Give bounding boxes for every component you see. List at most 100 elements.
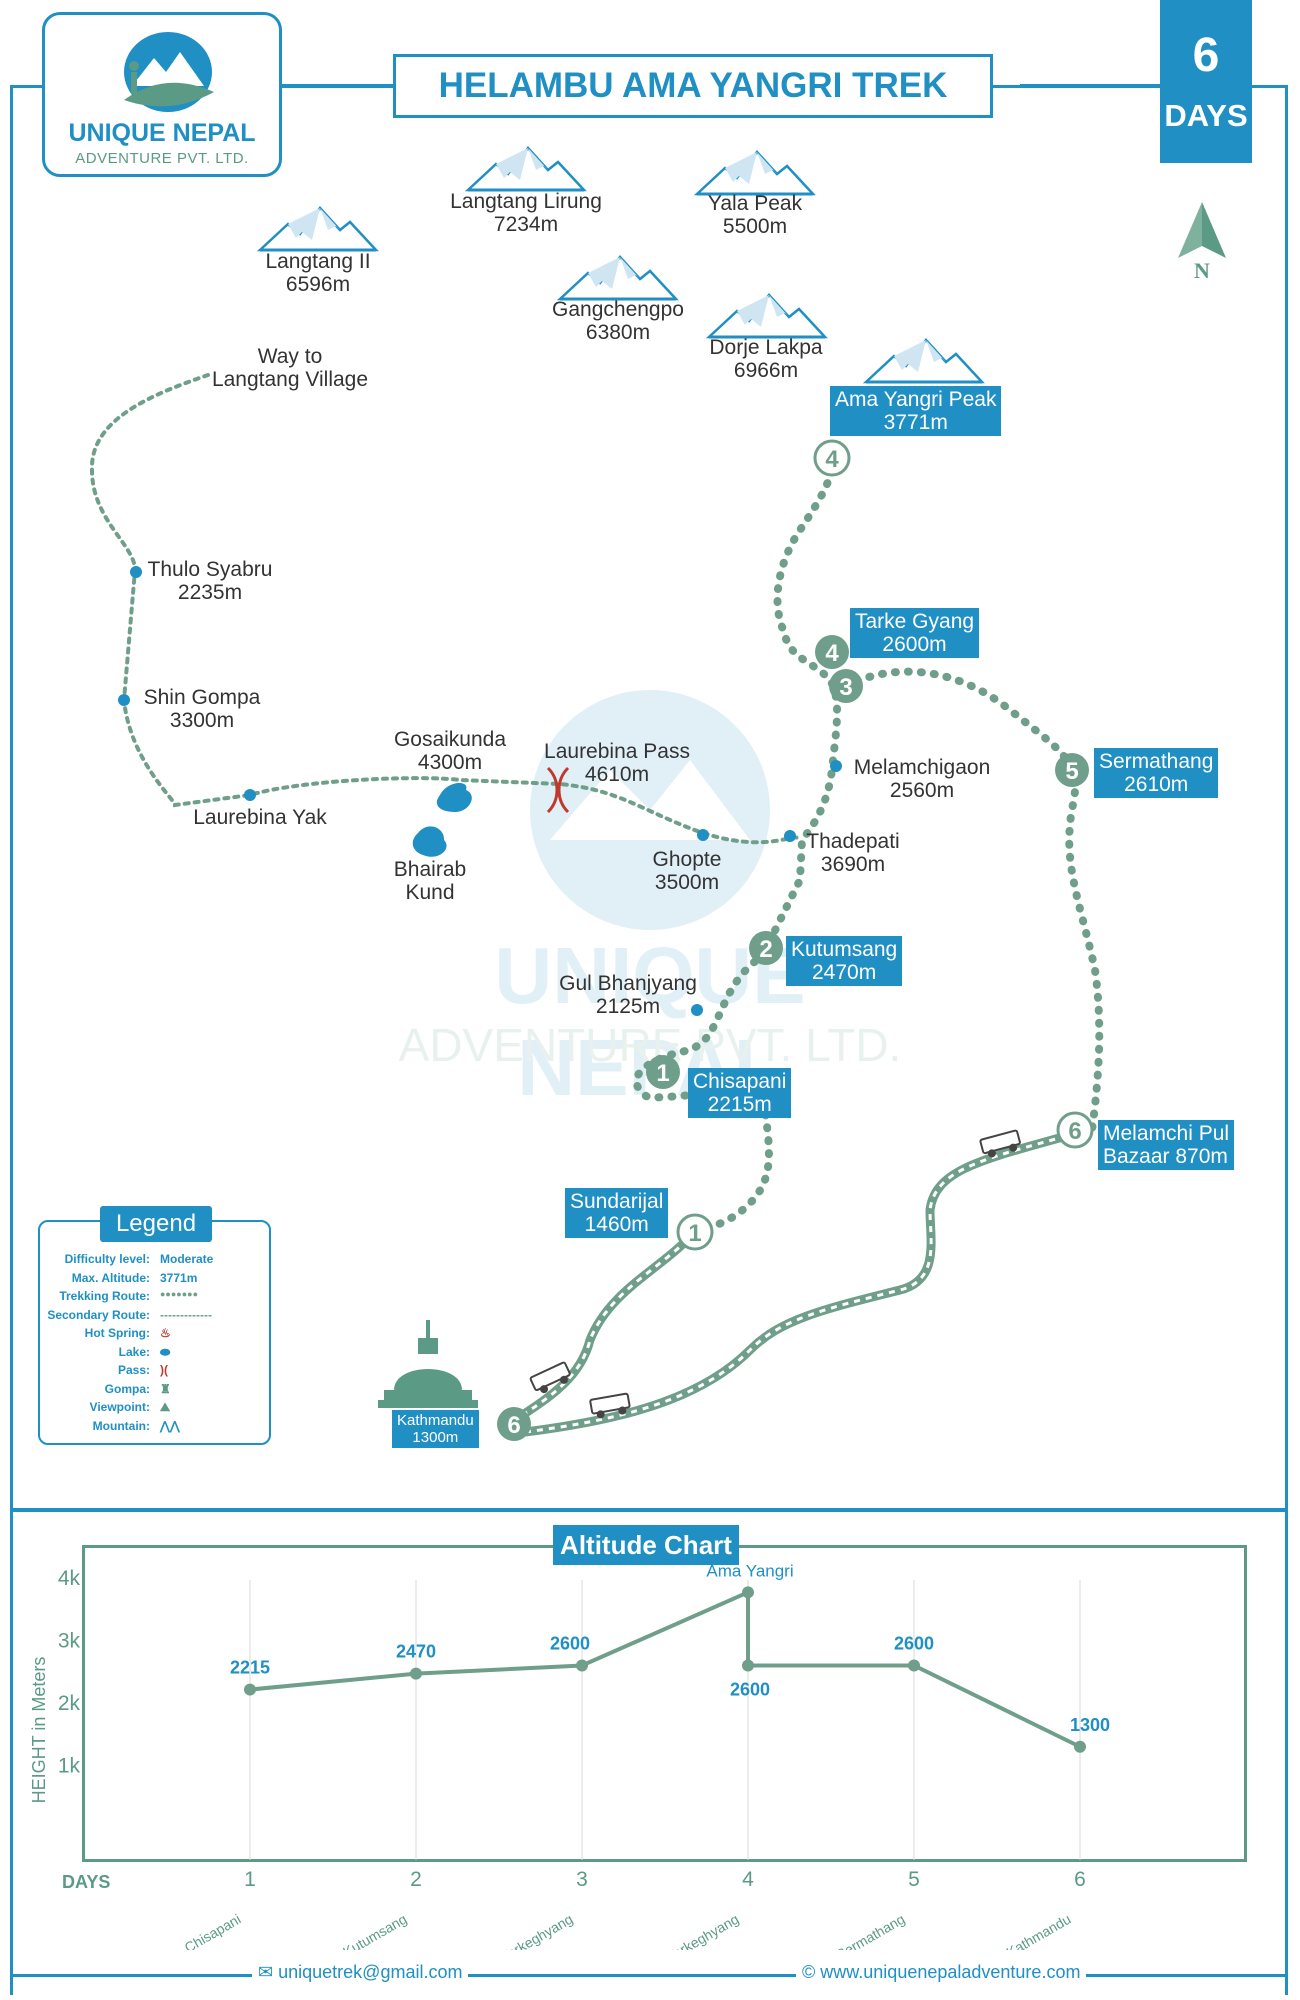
day-tick-label: 1 xyxy=(244,1868,256,1891)
route-map: 4 4 3 5 2 1 6 1 xyxy=(89,146,1104,1441)
altitude-chart: HEIGHT in Meters1k2k3k4k2215247026003771… xyxy=(29,1560,1110,1950)
y-tick-label: 3k xyxy=(58,1630,81,1653)
village-dot xyxy=(697,829,709,841)
altitude-value-label: 2600 xyxy=(550,1634,590,1654)
altitude-line xyxy=(249,1589,1081,1749)
legend-key: Gompa: xyxy=(104,1381,150,1396)
road-kathmandu-melamchi-inner xyxy=(524,1133,1071,1434)
road-kathmandu-sundarijal xyxy=(507,1227,700,1427)
altitude-point xyxy=(908,1659,920,1672)
legend-row: Hot Spring:♨ xyxy=(46,1326,266,1343)
day-place-label: Kathmandu xyxy=(1003,1911,1073,1950)
day-marker-outline: 6 xyxy=(1056,1111,1094,1149)
legend-lake-icon: ⬬ xyxy=(160,1344,171,1359)
legend-row: Pass:)( xyxy=(46,1363,266,1380)
legend-sec-icon: ------------- xyxy=(160,1307,212,1322)
x-axis-label: DAYS xyxy=(62,1872,110,1892)
day-place-label: Tarkeghyang xyxy=(498,1911,575,1950)
legend-key: Max. Altitude: xyxy=(71,1270,150,1285)
road-kathmandu-sundarijal-inner xyxy=(511,1230,697,1424)
legend-row: Lake: ⬬ xyxy=(46,1345,266,1362)
day-tick-label: 3 xyxy=(576,1868,588,1891)
village-dot xyxy=(130,566,142,578)
compass-label: N xyxy=(1194,258,1210,283)
day-tick-label: 2 xyxy=(410,1868,422,1891)
svg-text:3: 3 xyxy=(839,674,852,701)
svg-text:2: 2 xyxy=(759,936,772,963)
legend-row: Max. Altitude:3771m xyxy=(46,1271,266,1288)
day-tick-label: 6 xyxy=(1074,1868,1086,1891)
legend-key: Trekking Route: xyxy=(59,1289,150,1303)
day-place-label: Sermathang xyxy=(833,1911,907,1950)
email-icon: ✉ xyxy=(258,1962,274,1982)
day-marker-outline: 1 xyxy=(676,1213,714,1251)
day-marker: 1 xyxy=(646,1055,680,1089)
mountain-icon xyxy=(466,146,586,192)
mountain-icon xyxy=(707,293,827,339)
title-line-right xyxy=(1020,84,1160,87)
gosaikunda-lake-icon xyxy=(436,783,472,812)
jeep-icon xyxy=(529,1361,571,1394)
altitude-point xyxy=(742,1586,754,1599)
altitude-point xyxy=(410,1667,422,1680)
legend-key: Lake: xyxy=(118,1344,150,1359)
altitude-value-label: 1300 xyxy=(1070,1715,1110,1735)
legend-value: Moderate xyxy=(160,1252,214,1266)
legend-key: Viewpoint: xyxy=(89,1400,150,1414)
legend-key: Difficulty level: xyxy=(64,1252,150,1266)
svg-text:6: 6 xyxy=(507,1412,520,1439)
legend-row: Secondary Route:------------- xyxy=(46,1308,266,1325)
days-badge: 6 DAYS xyxy=(1160,0,1252,163)
day-place-label: Tarkeghyang xyxy=(664,1911,741,1950)
footer-email[interactable]: ✉ uniquetrek@gmail.com xyxy=(252,1962,469,1983)
footer-website[interactable]: © www.uniquenepaladventure.com xyxy=(796,1962,1087,1983)
day-tick-label: 4 xyxy=(742,1868,754,1891)
legend-row: Gompa:♜ xyxy=(46,1382,266,1399)
village-dot xyxy=(830,760,842,772)
mountain-icon xyxy=(695,150,815,196)
village-dot xyxy=(244,789,256,801)
legend-row: Mountain: ⋀⋀ xyxy=(46,1419,266,1436)
legend-view-icon: ⛰ xyxy=(160,1400,171,1414)
svg-text:4: 4 xyxy=(825,640,839,667)
altitude-value-label: 2600 xyxy=(894,1634,934,1654)
company-logo[interactable]: UNIQUE NEPAL ADVENTURE PVT. LTD. xyxy=(42,12,282,177)
days-label: DAYS xyxy=(1164,98,1248,133)
legend-mtn-icon: ⋀⋀ xyxy=(160,1418,180,1433)
logo-mountain-icon xyxy=(124,32,214,112)
road-kathmandu-melamchi xyxy=(520,1130,1075,1437)
legend-key: Mountain: xyxy=(92,1418,150,1433)
section-divider xyxy=(10,1508,1288,1512)
y-axis-label: HEIGHT in Meters xyxy=(29,1657,49,1804)
village-dot xyxy=(118,694,130,706)
place-label-laurebina-yak: Laurebina Yak xyxy=(193,806,327,829)
altitude-value-label: 2470 xyxy=(396,1642,436,1662)
stupa-icon xyxy=(378,1320,478,1408)
village-dot xyxy=(784,830,796,842)
day-tick-label: 5 xyxy=(908,1868,920,1891)
logo-name: UNIQUE NEPAL xyxy=(68,119,256,147)
altitude-value-label: 2215 xyxy=(230,1658,270,1678)
day-marker: 3 xyxy=(829,669,863,703)
svg-text:4: 4 xyxy=(825,446,839,473)
copyright-icon: © xyxy=(802,1962,816,1982)
map-title: HELAMBU AMA YANGRI TREK xyxy=(393,54,993,118)
